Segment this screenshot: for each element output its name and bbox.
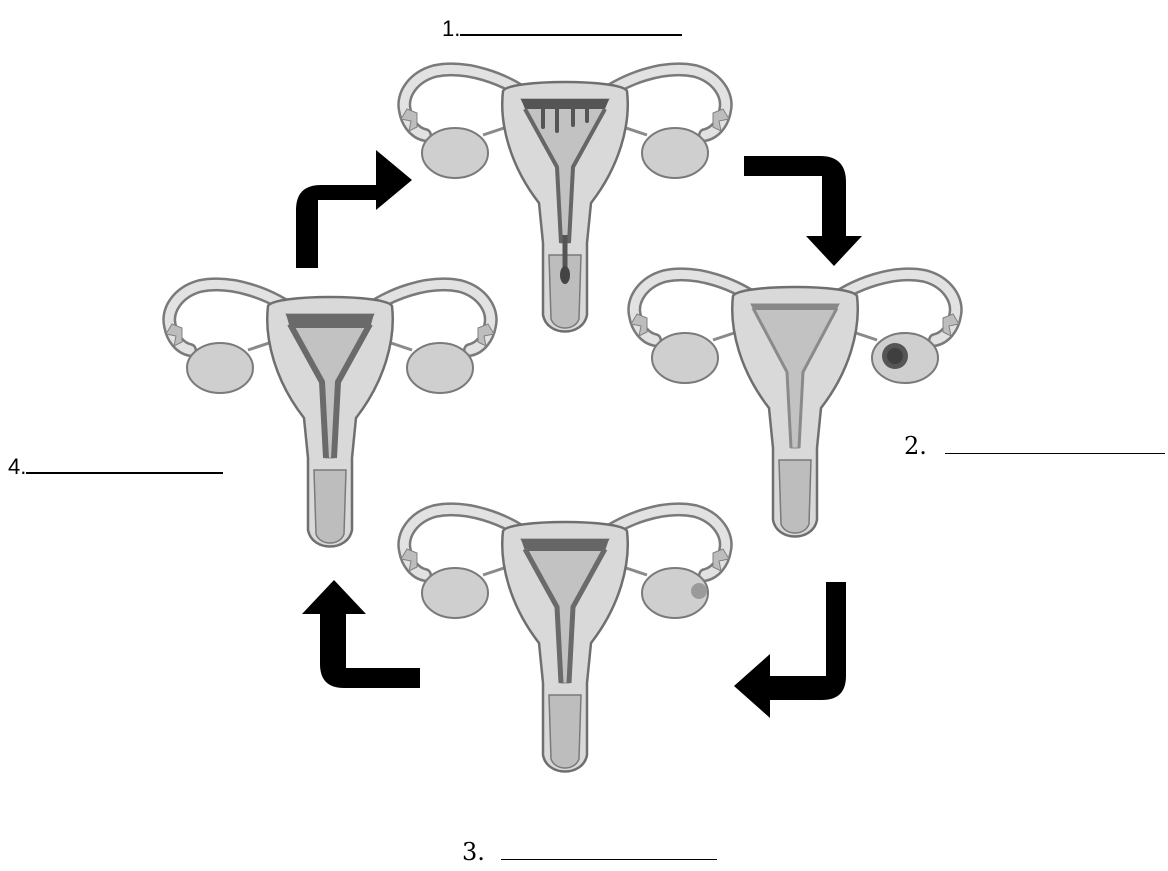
uterus-stage-2 xyxy=(631,274,959,536)
label-number-1: 1. xyxy=(442,16,460,41)
uterus-stage-1 xyxy=(401,69,729,331)
blank-label-4: 4. xyxy=(8,450,223,480)
arrow-bottom-left xyxy=(302,580,420,688)
blank-label-1: 1. xyxy=(442,12,682,42)
answer-line-2[interactable] xyxy=(945,433,1165,454)
answer-line-3[interactable] xyxy=(501,839,717,860)
answer-line-1[interactable] xyxy=(460,12,682,36)
arrow-top-left xyxy=(296,150,412,268)
shedding-lining xyxy=(521,99,609,109)
uterus-stage-3 xyxy=(401,509,729,771)
answer-line-4[interactable] xyxy=(26,450,223,474)
blank-label-2: 2. xyxy=(904,432,1165,460)
arrow-bottom-right xyxy=(734,582,846,718)
blank-label-3: 3. xyxy=(462,838,717,866)
blood-drop xyxy=(560,266,570,284)
corpus-luteum xyxy=(691,583,707,599)
label-number-3: 3. xyxy=(462,838,485,866)
label-number-4: 4. xyxy=(8,454,26,479)
arrow-top-right xyxy=(744,156,862,266)
label-number-2: 2. xyxy=(904,432,927,460)
